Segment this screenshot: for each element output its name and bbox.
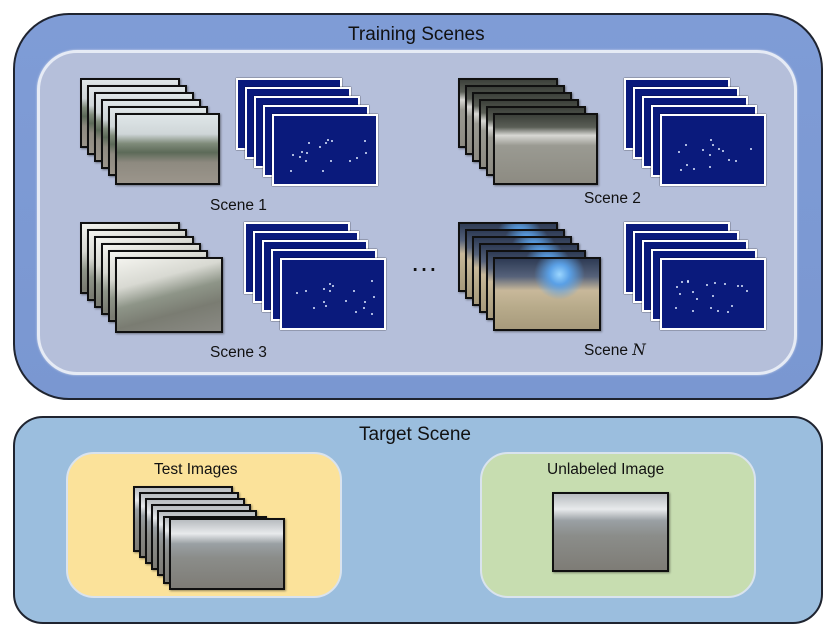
density-dot: [345, 299, 348, 302]
density-dot: [692, 309, 695, 312]
density-dot: [362, 306, 365, 309]
density-dot: [301, 151, 304, 154]
unlabeled-image-label: Unlabeled Image: [547, 461, 665, 478]
training-scenes-title: Training Scenes: [348, 24, 485, 45]
density-dot: [356, 157, 359, 160]
density-dot: [355, 310, 358, 313]
density-dot: [363, 301, 366, 304]
density-dot: [305, 151, 308, 154]
density-dot: [677, 150, 680, 153]
density-dot: [737, 284, 740, 287]
density-dot: [723, 283, 726, 286]
density-dot: [363, 140, 366, 143]
density-dot: [371, 313, 374, 316]
density-dot: [709, 166, 712, 169]
density-dot: [298, 156, 301, 159]
scene-1-label: Scene 1: [210, 197, 267, 214]
density-dot: [710, 306, 713, 309]
density-dot: [304, 160, 307, 163]
density-dot: [713, 281, 716, 284]
density-dot: [717, 147, 720, 150]
density-dot: [326, 138, 329, 141]
density-dot: [679, 292, 682, 295]
density-dot: [292, 153, 295, 156]
density-dot: [330, 140, 333, 143]
density-dot: [692, 290, 695, 293]
density-dot: [711, 144, 714, 147]
density-dot: [728, 159, 731, 162]
density-dot: [709, 153, 712, 156]
density-dot: [295, 291, 298, 294]
scene-3-label: Scene 3: [210, 344, 267, 361]
density-dot: [370, 280, 373, 283]
density-dot: [702, 148, 705, 151]
density-dot: [348, 159, 351, 162]
ellipsis: …: [410, 246, 439, 277]
density-dot: [318, 146, 321, 149]
density-dot: [329, 283, 332, 286]
scene-n-label-variable: N: [632, 341, 646, 359]
density-dot: [730, 305, 733, 308]
density-dot: [330, 160, 333, 163]
density-dot: [324, 142, 327, 145]
density-dot: [687, 281, 690, 284]
density-dot: [331, 284, 334, 287]
density-dot: [680, 280, 683, 283]
density-dot: [716, 309, 719, 312]
density-dot: [373, 296, 376, 299]
density-dot: [321, 170, 324, 173]
density-dot: [722, 150, 725, 153]
density-dot: [693, 167, 696, 170]
density-dot: [684, 144, 687, 147]
density-dot: [304, 289, 307, 292]
density-dot: [325, 304, 328, 307]
density-dot: [322, 301, 325, 304]
scene-n-label-text: Scene: [584, 342, 633, 359]
density-dot: [710, 139, 713, 142]
density-dot: [680, 169, 683, 172]
test-images-label: Test Images: [154, 461, 238, 478]
density-dot: [312, 306, 315, 309]
density-dot: [696, 297, 699, 300]
density-dot: [308, 142, 311, 145]
target-scene-title: Target Scene: [359, 424, 471, 445]
density-dot: [352, 289, 355, 292]
scene-n-label: Scene N: [584, 341, 646, 360]
density-dot: [734, 159, 737, 162]
density-dot: [750, 147, 753, 150]
density-dot: [329, 289, 332, 292]
density-dot: [674, 307, 677, 310]
density-dot: [726, 311, 729, 314]
density-dot: [686, 163, 689, 166]
density-dot: [741, 285, 744, 288]
density-dot: [706, 283, 709, 286]
density-dot: [290, 169, 292, 172]
density-dot: [712, 294, 715, 297]
density-dot: [687, 280, 690, 283]
scene-2-label: Scene 2: [584, 190, 641, 207]
density-dot: [322, 287, 325, 290]
density-dot: [364, 152, 367, 155]
density-dot: [675, 285, 678, 288]
density-dot: [745, 289, 748, 292]
